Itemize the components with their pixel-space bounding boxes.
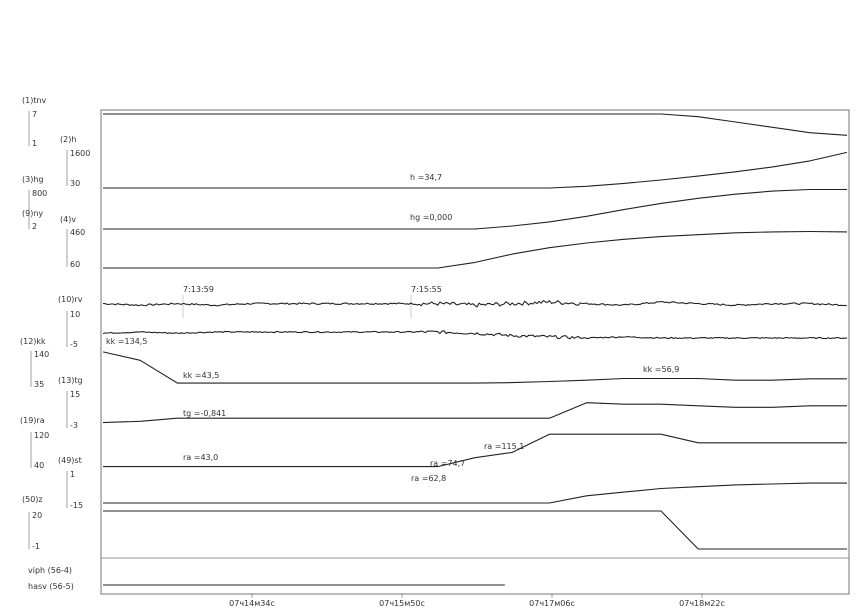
channel-tick-50-1: -1 [32,542,40,551]
annotation-label: kk =43,5 [183,371,219,380]
channel-label-12: (12)kk [20,337,46,346]
trace-line-13 [102,402,847,424]
channel-label-9: (9)ny [22,209,43,218]
channel-tick-19-1: 40 [34,461,44,470]
channel-tick-4-1: 60 [70,260,80,269]
channel-tick-10-0: 10 [70,310,80,319]
trace-line-1 [103,113,848,136]
channel-label-56-4: viph (56-4) [28,566,72,575]
trace-line-4 [103,230,848,269]
x-tick-label: 07ч17м06с [529,599,575,608]
channel-label-50: (50)z [22,495,43,504]
annotation-label: ra =62,8 [411,474,446,483]
channel-tick-49-1: -15 [70,501,83,510]
annotation-label: ra =115,1 [484,442,524,451]
trace-line-50 [103,510,847,550]
annotation-label: ra =74,7 [430,459,465,468]
channel-tick-3-0: 800 [32,189,47,198]
annotation-label: kk =134,5 [106,337,147,346]
annotation-label: kk =56,9 [643,365,679,374]
channel-label-49: (49)st [58,456,82,465]
trace-line-10b [102,330,848,340]
channel-tick-10-1: -5 [70,340,78,349]
trace-line-12 [102,351,847,384]
annotation-label: tg =-0,841 [183,409,226,418]
trace-line-2 [103,151,848,189]
channel-tick-13-1: -3 [70,421,78,430]
channel-tick-3-1: 2 [32,222,37,231]
channel-tick-2-0: 1600 [70,149,90,158]
x-tick-label: 07ч18м22с [679,599,725,608]
channel-tick-13-0: 15 [70,390,80,399]
annotation-label: ra =43,0 [183,453,218,462]
channel-tick-4-0: 460 [70,228,85,237]
channel-tick-2-1: 30 [70,179,80,188]
channel-tick-12-1: 35 [34,380,44,389]
channel-tick-1-0: 7 [32,110,37,119]
channel-tick-1-1: 1 [32,139,37,148]
channel-tick-50-0: 20 [32,511,42,520]
x-tick-label: 07ч15м50с [379,599,425,608]
trace-line-19 [103,433,847,468]
channel-tick-12-0: 140 [34,350,49,359]
x-tick-label: 07ч14м34с [229,599,275,608]
plot-frame [100,109,850,595]
cursor-time-label: 7:13:59 [183,285,214,294]
channel-label-19: (19)ra [20,416,45,425]
channel-label-10: (10)rv [58,295,83,304]
cursor-time-label: 7:15:55 [411,285,442,294]
annotation-label: h =34,7 [410,173,442,182]
trace-line-3 [103,188,847,230]
channel-label-3: (3)hg [22,175,43,184]
trace-line-49 [103,482,847,504]
channel-label-56-5: hasv (56-5) [28,582,74,591]
annotation-label: hg =0,000 [410,213,452,222]
channel-label-13: (13)tg [58,376,83,385]
trace-line-10 [103,300,848,308]
channel-label-1: (1)tnv [22,96,47,105]
channel-tick-49-0: 1 [70,470,75,479]
channel-tick-19-0: 120 [34,431,49,440]
channel-label-4: (4)v [60,215,76,224]
channel-label-2: (2)h [60,135,76,144]
